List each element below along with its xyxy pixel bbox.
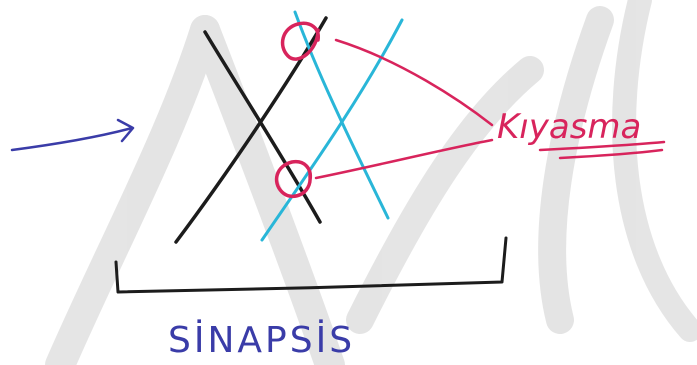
- cyan-chromatids: [260, 10, 404, 242]
- circle-marker-icon-top: [280, 21, 320, 61]
- right-arrow-icon: [10, 118, 135, 152]
- crossing-pointer-lines: [314, 38, 494, 180]
- circle-marker-icon-bottom: [274, 159, 313, 198]
- crossing-label: Kıyasma: [497, 107, 641, 147]
- bracket-icon: [114, 236, 508, 294]
- crossing-label-underline: [538, 140, 666, 160]
- black-chromatids: [174, 16, 328, 244]
- watermark-logo: [45, 0, 697, 365]
- sinapsis-label: SİNAPSİS: [168, 319, 355, 361]
